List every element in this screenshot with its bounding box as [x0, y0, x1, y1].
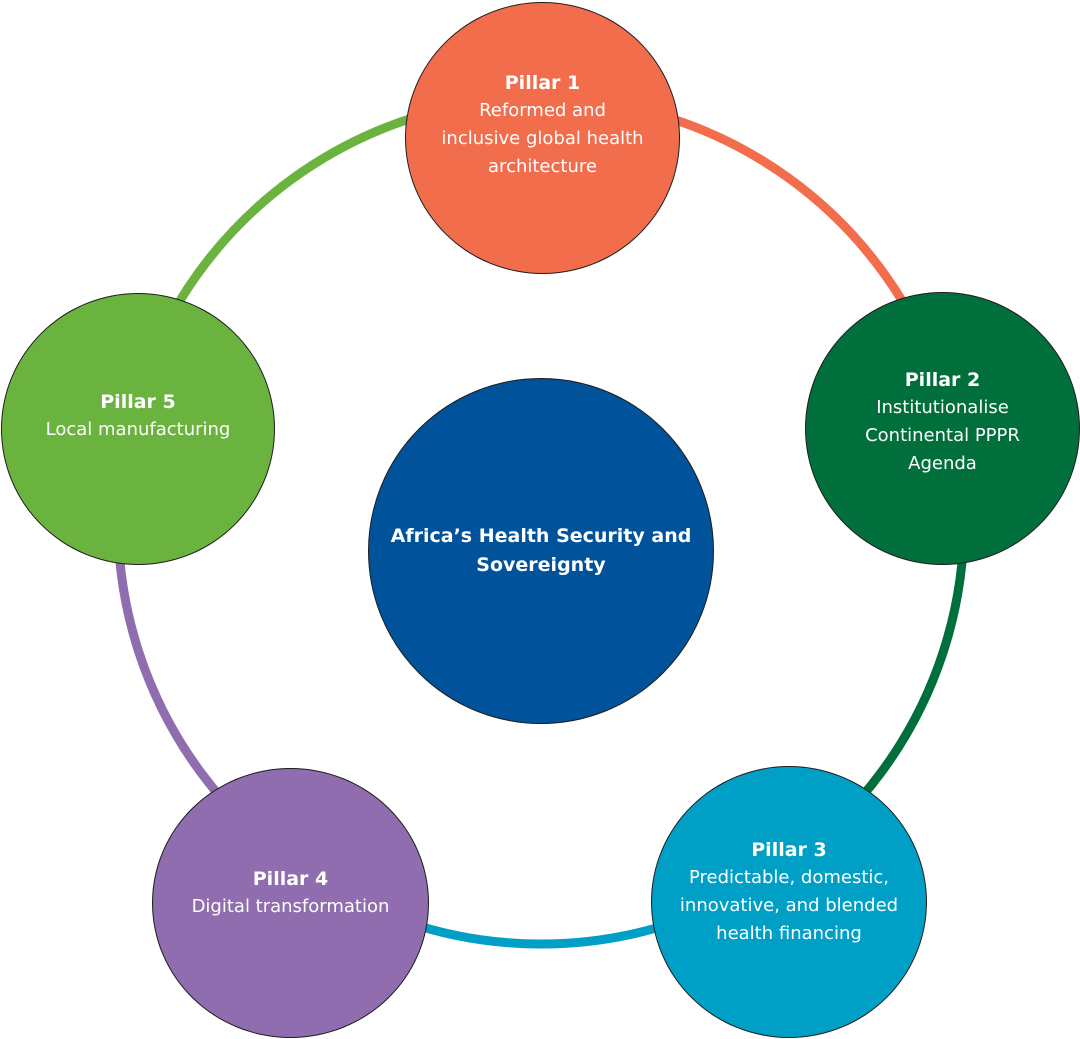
- pillar-description: Reformed and inclusive global health arc…: [441, 100, 644, 177]
- pillar-description: Institutionalise Continental PPPR Agenda: [865, 396, 1020, 474]
- pillar-description: Digital transformation: [191, 896, 390, 917]
- pillar-title: Pillar 5: [100, 391, 176, 413]
- pillar-title: Pillar 2: [904, 368, 981, 391]
- pillar-3-node: Pillar 3 Predictable, domestic, innovati…: [651, 766, 927, 1038]
- center-node: Africa’s Health Security and Sovereignty: [368, 378, 714, 724]
- pillar-4-node: Pillar 4 Digital transformation: [152, 768, 429, 1038]
- pillar-5-node: Pillar 5 Local manufacturing: [1, 293, 275, 565]
- pillar-title: Pillar 3: [751, 839, 827, 861]
- pillar-description: Predictable, domestic, innovative, and b…: [679, 867, 899, 944]
- pillar-2-node: Pillar 2 Institutionalise Continental PP…: [805, 292, 1080, 565]
- pillar-1-node: Pillar 1 Reformed and inclusive global h…: [405, 2, 680, 274]
- pillar-title: Pillar 4: [252, 868, 329, 890]
- pillar-description: Local manufacturing: [45, 419, 231, 440]
- center-label: Africa’s Health Security and Sovereignty: [390, 525, 692, 576]
- pillar-title: Pillar 1: [504, 72, 581, 94]
